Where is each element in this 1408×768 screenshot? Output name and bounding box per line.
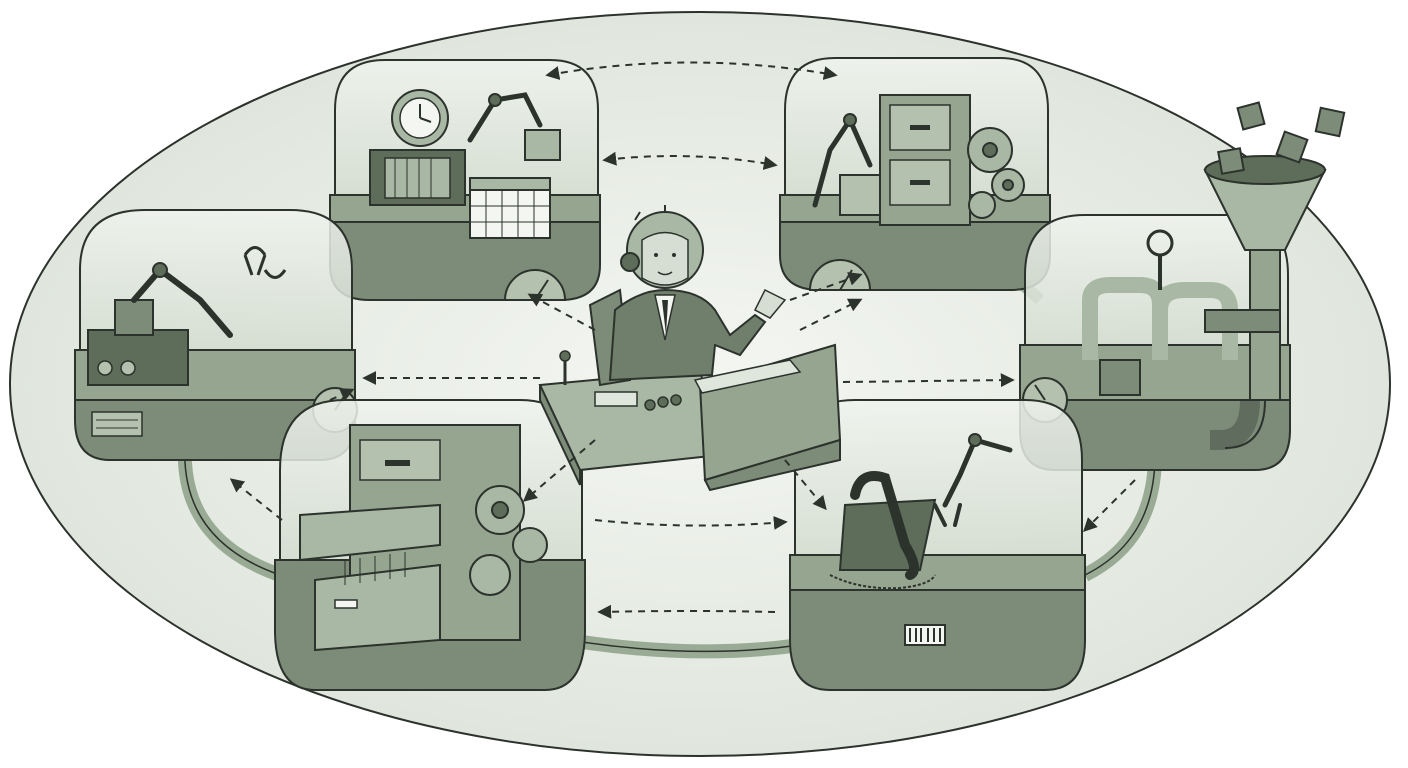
arrow-archive-to-communications [594,515,788,530]
dial-gauge-icon [503,269,567,301]
gear-icon [967,127,1025,219]
module-scheduler [329,59,601,301]
module-assembly-robot [74,209,358,461]
file-drawer-icon [299,503,441,652]
module-archive-storage [274,399,586,691]
calendar-icon [469,177,551,239]
arrow-desk-to-archive [522,439,596,502]
clock-icon [391,89,449,147]
keyboard [693,359,802,394]
joystick [559,350,571,385]
telephone-icon [829,471,937,590]
module-filing-automation [779,57,1051,291]
central-operator [538,205,842,492]
module-communications [789,399,1086,691]
arrow-scheduler-filing-top [545,61,838,80]
robot-arm-icon [114,262,233,338]
arrow-operator-to-filing-2 [799,298,863,331]
dashed-arrows [229,61,1136,619]
knobs [594,391,682,411]
gripper-claw-icon [243,246,287,279]
robot-arm-icon [467,92,561,161]
arrow-intake-to-communications [1083,479,1136,532]
arrow-archive-to-assembly [229,478,283,521]
file-sorter-icon [369,149,466,206]
arrow-desk-to-communications [784,459,827,511]
arrow-assembly-to-scheduler [329,388,355,402]
robot-arm-icon [812,113,881,216]
arrow-operator-to-intake [842,373,1015,388]
barcode-icon [904,624,946,646]
module-intake-funnel [1019,101,1346,471]
operator-figure [588,205,787,387]
funnel-icon [1203,155,1327,450]
operator-suit [608,288,767,382]
control-panel-icon [87,329,189,437]
file-cabinet-icon [879,94,971,226]
data-cube-icon [1217,101,1346,175]
robot-arm-icon [933,433,1013,527]
pipe-valve-icon [1082,229,1238,396]
gear-icon [469,485,548,596]
